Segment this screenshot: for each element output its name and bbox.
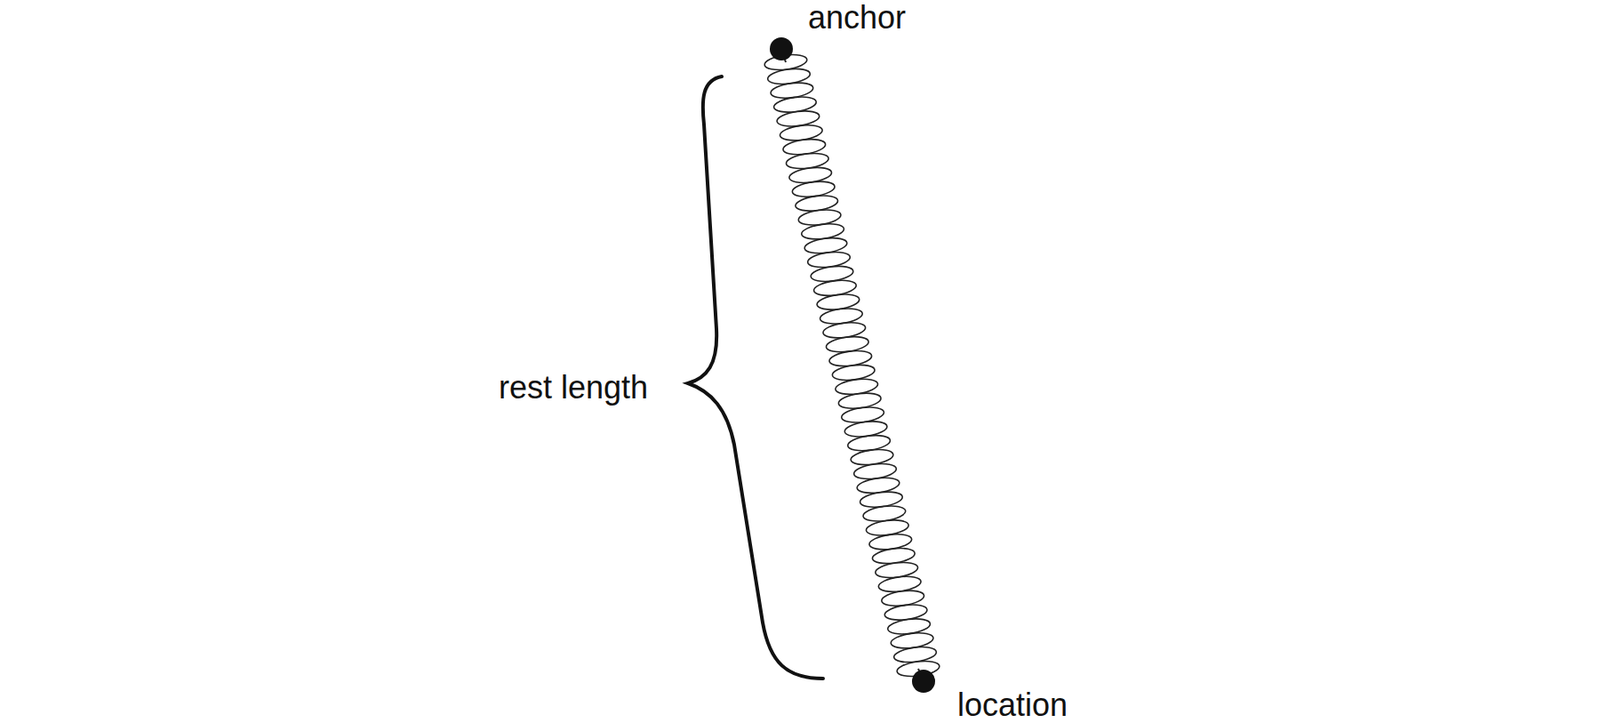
location-dot bbox=[912, 669, 936, 693]
anchor-dot bbox=[769, 37, 793, 61]
rest-length-label: rest length bbox=[498, 371, 648, 404]
brace bbox=[688, 76, 824, 679]
location-label: location bbox=[957, 688, 1068, 721]
anchor-label: anchor bbox=[808, 1, 906, 34]
spring-coils bbox=[763, 48, 941, 681]
